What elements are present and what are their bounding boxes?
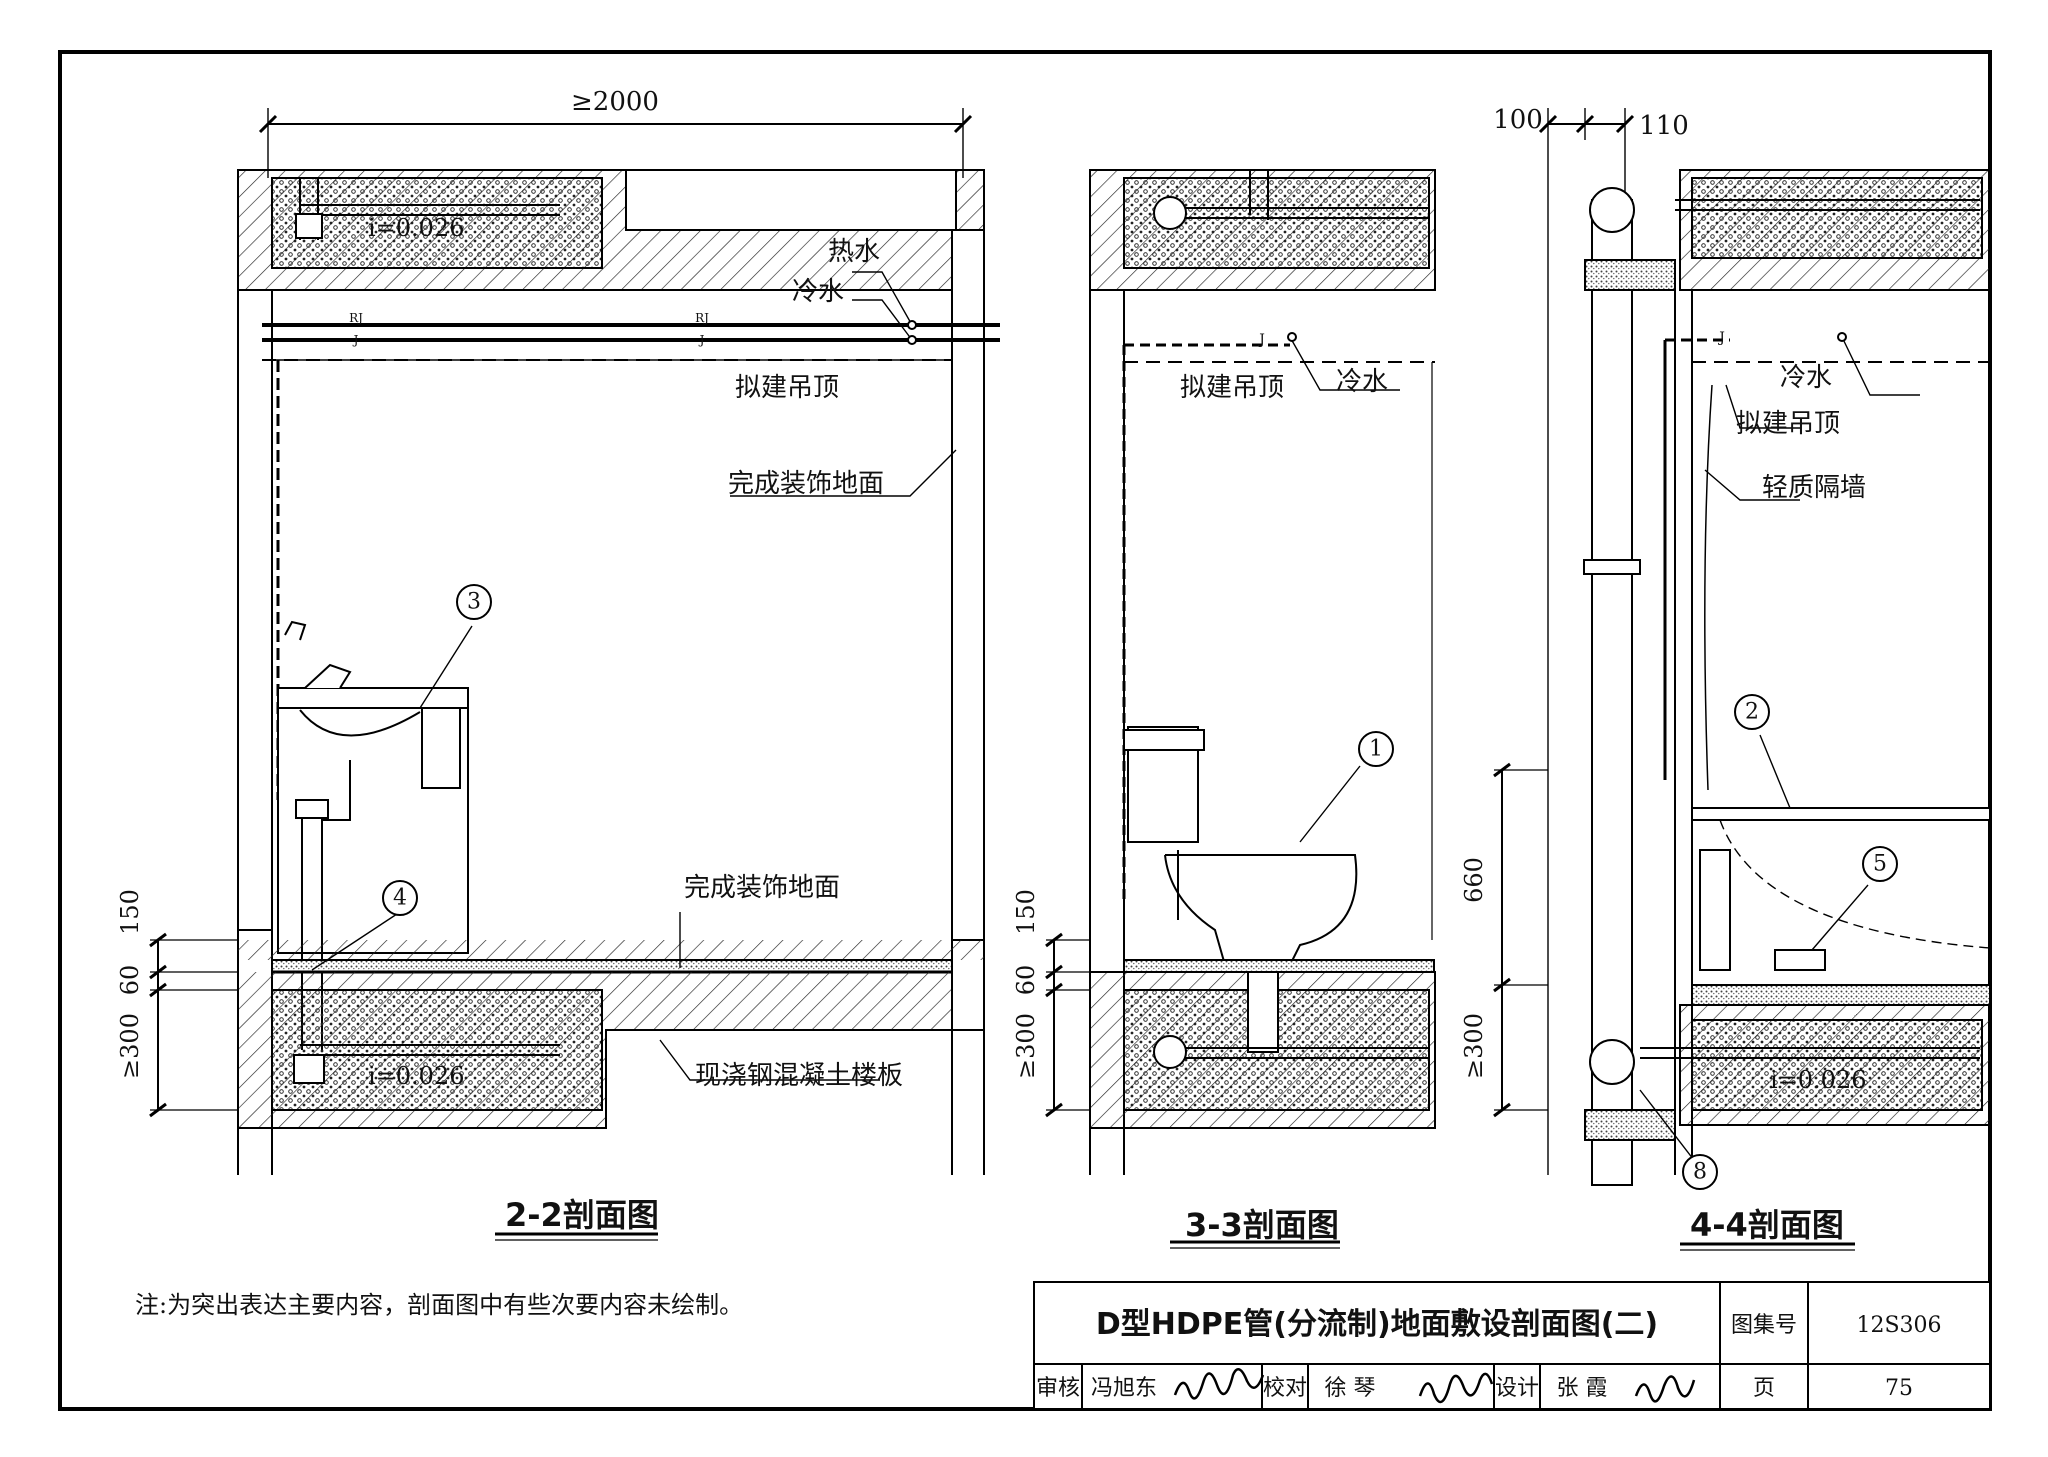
tag-rj-2: RJ xyxy=(695,311,709,325)
tag-j-4: J xyxy=(1717,330,1725,346)
dim-top-width: ≥2000 xyxy=(571,87,659,117)
callout-5-circle xyxy=(1862,846,1898,882)
dim-110: 110 xyxy=(1639,111,1689,141)
designer-signature xyxy=(1634,1375,1696,1403)
dim-100: 100 xyxy=(1493,105,1543,135)
atlas-label: 图集号 xyxy=(1731,1313,1797,1338)
section-3-3 xyxy=(1045,169,1436,1175)
label-slab: 现浇钢混凝土楼板 xyxy=(695,1061,903,1091)
design-label: 设计 xyxy=(1495,1376,1539,1401)
label-ceiling-3: 拟建吊顶 xyxy=(1736,409,1840,439)
callout-2-circle xyxy=(1734,694,1770,730)
section-title-2-2: 2-2剖面图 xyxy=(505,1196,659,1234)
atlas-number: 12S306 xyxy=(1856,1313,1941,1338)
label-ceiling-2: 拟建吊顶 xyxy=(1180,373,1284,403)
section-title-3-3: 3-3剖面图 xyxy=(1185,1206,1339,1244)
callout-8: 8 xyxy=(1693,1160,1707,1185)
label-cold-water-1: 冷水 xyxy=(792,277,844,307)
dim-660: 660 xyxy=(1460,857,1488,903)
label-hot-water: 热水 xyxy=(828,237,880,267)
checker-name: 徐 琴 xyxy=(1325,1376,1376,1401)
label-finished-floor-1: 完成装饰地面 xyxy=(728,469,884,499)
callout-5: 5 xyxy=(1873,852,1887,877)
page-label: 页 xyxy=(1753,1376,1775,1401)
label-cold-water-2: 冷水 xyxy=(1336,367,1388,397)
dim-300-c: ≥300 xyxy=(1460,1013,1488,1079)
label-finished-floor-2: 完成装饰地面 xyxy=(684,873,840,903)
dim-60-b: 60 xyxy=(1012,965,1040,996)
tag-j-3: J xyxy=(1257,332,1265,348)
reviewer-name: 冯旭东 xyxy=(1091,1376,1157,1401)
designer-name: 张 霞 xyxy=(1557,1376,1608,1401)
tag-j-1: J xyxy=(352,333,359,347)
tag-j-2: J xyxy=(698,333,705,347)
callouts xyxy=(382,584,1898,1190)
section-4-4 xyxy=(1493,108,1991,1186)
label-slope-1: i=0.026 xyxy=(368,214,465,242)
callout-2: 2 xyxy=(1745,700,1759,725)
callout-4: 4 xyxy=(393,886,407,911)
dim-300-b: ≥300 xyxy=(1012,1013,1040,1079)
page-number: 75 xyxy=(1885,1376,1913,1401)
callout-3-circle xyxy=(456,584,492,620)
reviewer-signature xyxy=(1173,1368,1265,1400)
dim-150-a: 150 xyxy=(116,889,144,935)
callout-1: 1 xyxy=(1369,737,1383,762)
review-label: 审核 xyxy=(1036,1376,1080,1401)
section-2-2 xyxy=(149,108,1000,1175)
dim-300-a: ≥300 xyxy=(116,1013,144,1079)
label-cold-water-3: 冷水 xyxy=(1780,363,1832,393)
label-slope-2: i=0.026 xyxy=(368,1062,465,1090)
section-title-4-4: 4-4剖面图 xyxy=(1690,1206,1844,1244)
check-label: 校对 xyxy=(1263,1376,1307,1401)
dim-60-a: 60 xyxy=(116,965,144,996)
callout-3: 3 xyxy=(467,590,481,615)
callout-4-circle xyxy=(382,880,418,916)
sheet-border xyxy=(58,50,1992,1411)
drawing-note: 注:为突出表达主要内容，剖面图中有些次要内容未绘制。 xyxy=(135,1291,743,1319)
checker-signature xyxy=(1418,1372,1494,1404)
callout-8-circle xyxy=(1682,1154,1718,1190)
dim-150-b: 150 xyxy=(1012,889,1040,935)
label-ceiling-1: 拟建吊顶 xyxy=(735,373,839,403)
tag-rj-1: RJ xyxy=(349,311,363,325)
title-block xyxy=(1033,1281,1991,1410)
callout-1-circle xyxy=(1358,731,1394,767)
label-partition: 轻质隔墙 xyxy=(1762,473,1866,503)
label-slope-3: i=0.026 xyxy=(1770,1066,1867,1094)
title-block-title: D型HDPE管(分流制)地面敷设剖面图(二) xyxy=(1096,1307,1658,1342)
